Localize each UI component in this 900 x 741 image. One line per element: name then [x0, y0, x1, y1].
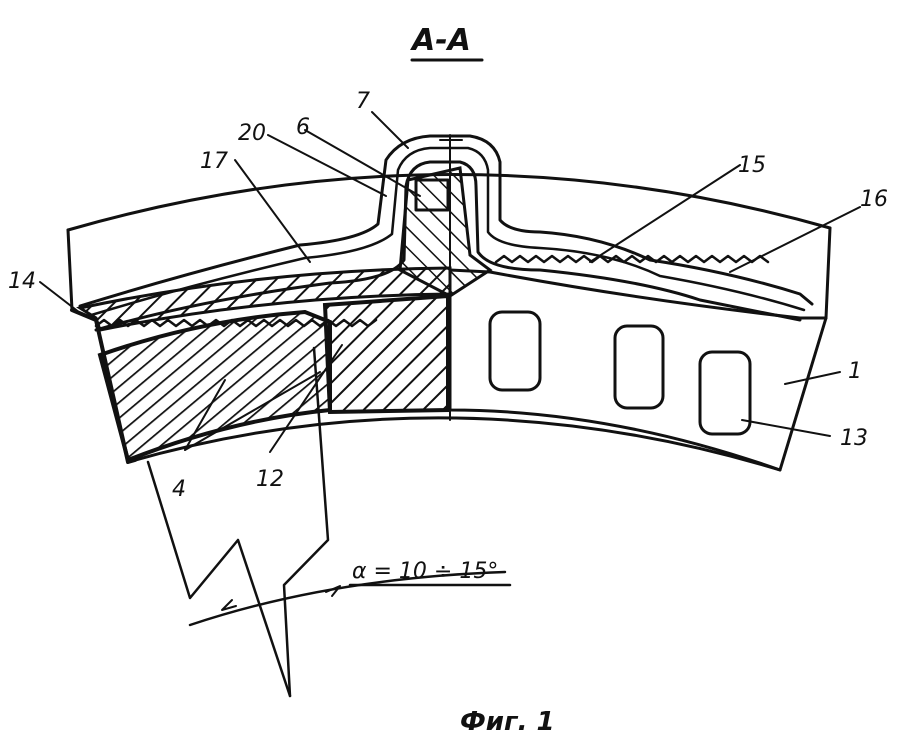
label-17: 17	[200, 149, 228, 174]
coating-sealant-layer-right	[494, 254, 770, 264]
figure-caption: Фиг. 1	[460, 707, 555, 737]
label-14: 14	[8, 269, 36, 294]
label-7: 7	[356, 89, 370, 114]
opening-13-b	[613, 324, 665, 410]
body-part-1	[448, 268, 828, 472]
opening-13-a	[488, 310, 542, 392]
label-4: 4	[172, 477, 186, 502]
label-6: 6	[296, 115, 310, 140]
central-rib	[398, 166, 493, 298]
section-title: А-А	[410, 23, 471, 58]
coating-outer-layer	[78, 134, 814, 308]
label-15: 15	[738, 153, 766, 178]
label-16: 16	[860, 187, 888, 212]
housing-left-edge	[66, 228, 74, 312]
angle-construction	[146, 346, 512, 698]
label-20: 20	[238, 121, 266, 146]
label-13: 13	[840, 426, 868, 451]
angle-note: α = 10 ÷ 15°	[352, 559, 498, 584]
leader-lines	[39, 111, 861, 453]
coating-middle-layer	[86, 146, 806, 318]
housing-right-edge	[824, 226, 832, 320]
inner-arc	[126, 416, 782, 472]
coating-sealant-layer	[94, 318, 378, 328]
magnet-12	[322, 293, 450, 415]
coating-inner-boundary	[94, 160, 802, 332]
label-1: 1	[848, 359, 862, 384]
opening-13-c	[698, 350, 752, 436]
label-12: 12	[256, 467, 284, 492]
insert-6	[414, 178, 450, 212]
